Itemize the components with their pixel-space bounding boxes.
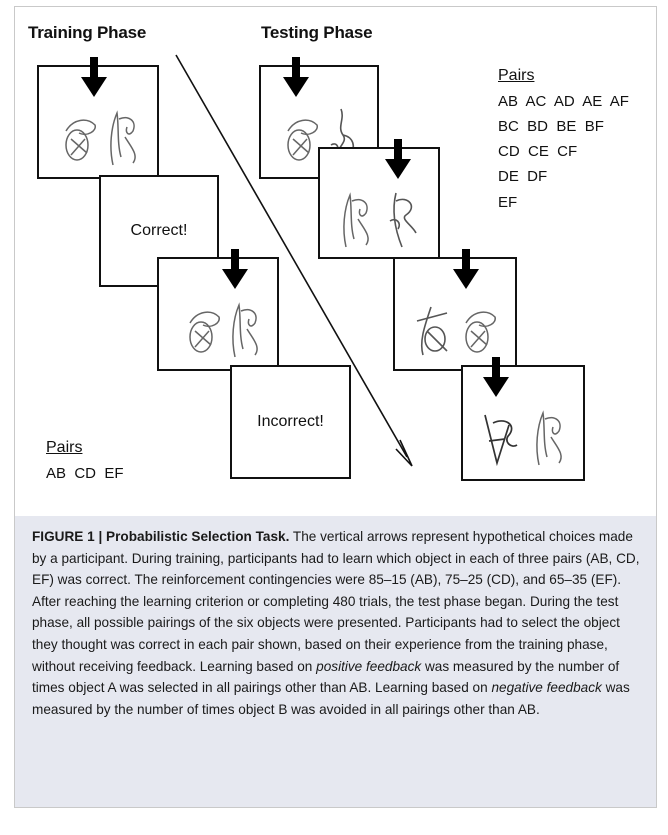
object-a-icon [65,119,96,161]
feedback-card-incorrect: Incorrect! [230,365,351,479]
figure-caption: FIGURE 1 | Probabilistic Selection Task.… [32,526,642,720]
caption-text-1: The vertical arrows represent hypothetic… [32,529,640,674]
object-a-icon [465,311,496,353]
test-pairs-row-5: EF [498,194,518,211]
caption-text-3: was measured by the number of times obje… [32,680,630,717]
diagonal-arrow [175,54,413,467]
training-trial-card-1 [37,57,159,179]
object-a-icon [189,311,220,353]
training-phase-title: Training Phase [28,23,147,42]
object-b-icon [232,302,258,358]
figure-diagram: Training Phase Testing Phase [15,7,656,513]
choice-arrow-icon [483,357,509,397]
object-b-icon [343,192,369,248]
training-trial-card-2 [157,249,279,371]
caption-emphasis-negative: negative feedback [491,680,602,696]
test-pairs-row-4: DE DF [498,168,548,185]
training-pairs-heading: Pairs [46,439,83,456]
object-c-icon [484,414,518,467]
test-pairs-row-3: CD CE CF [498,143,578,160]
test-pairs-row-1: AB AC AD AE AF [498,93,629,110]
test-trial-card-2 [318,139,440,259]
caption-label: FIGURE 1 | Probabilistic Selection Task. [32,529,290,544]
feedback-correct-text: Correct! [130,222,188,239]
figure-frame: Training Phase Testing Phase [14,6,657,808]
test-pairs-row-2: BC BD BE BF [498,118,604,135]
choice-arrow-icon [283,57,309,97]
choice-arrow-icon [81,57,107,97]
testing-phase-title: Testing Phase [261,23,373,42]
test-trial-card-3 [393,249,517,371]
test-trial-card-4 [461,357,585,481]
caption-emphasis-positive: positive feedback [316,658,422,674]
object-b-icon [110,110,136,166]
caption-box: FIGURE 1 | Probabilistic Selection Task.… [15,516,656,807]
feedback-incorrect-text: Incorrect! [257,413,324,430]
caption-text-2: was measured by the number of times obje… [32,658,620,696]
object-d-icon [389,192,417,248]
object-a-icon [287,119,318,161]
test-pairs-heading: Pairs [498,67,535,84]
choice-arrow-icon [222,249,248,289]
choice-arrow-icon [385,139,411,179]
training-pairs-row: AB CD EF [46,465,124,482]
object-b-icon [536,410,562,466]
object-e-icon [416,306,448,356]
choice-arrow-icon [453,249,479,289]
